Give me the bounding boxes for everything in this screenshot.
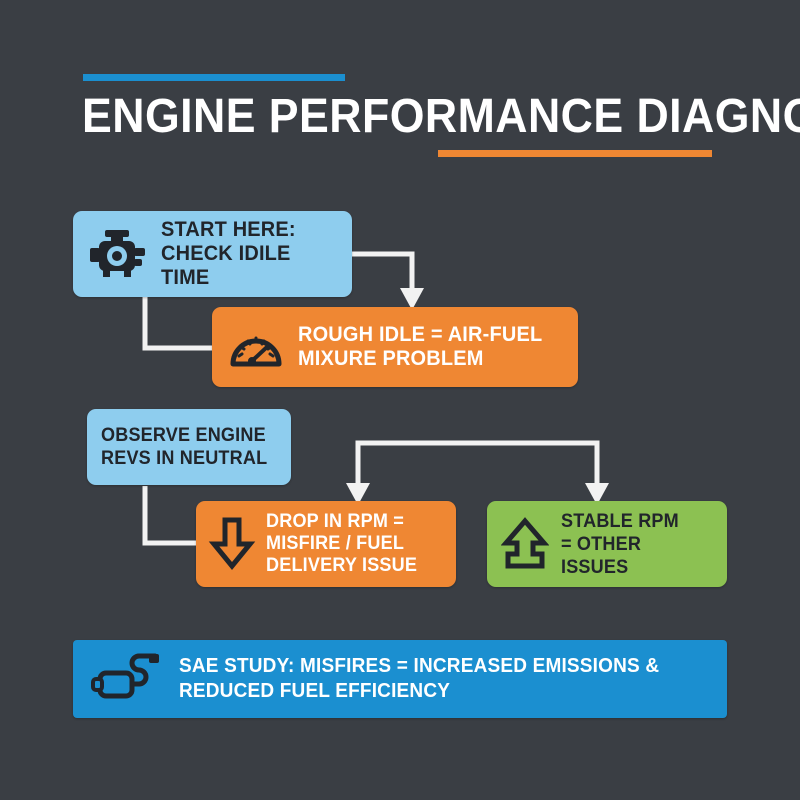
flow-node-start-label: START HERE: CHECK IDILE TIME — [161, 218, 296, 289]
flow-node-observe-label: OBSERVE ENGINE REVS IN NEUTRAL — [101, 425, 268, 469]
muffler-exhaust-icon — [91, 653, 163, 705]
flow-node-drop-rpm-label: DROP IN RPM = MISFIRE / FUEL DELIVERY IS… — [266, 511, 418, 576]
flow-node-sae-study-label: SAE STUDY: MISFIRES = INCREASED EMISSION… — [179, 655, 660, 702]
accent-bar-bottom — [438, 150, 712, 157]
flow-node-start[interactable]: START HERE: CHECK IDILE TIME — [73, 211, 352, 297]
connector-start-to-rough-right — [352, 251, 415, 288]
page-title: ENGINE PERFORMANCE DIAGNOSTICS — [82, 90, 800, 143]
flow-node-stable-rpm[interactable]: STABLE RPM = OTHER ISSUES — [487, 501, 727, 587]
connector-branch-bracket — [355, 440, 600, 483]
flow-node-stable-rpm-label: STABLE RPM = OTHER ISSUES — [561, 510, 679, 578]
flow-node-drop-rpm[interactable]: DROP IN RPM = MISFIRE / FUEL DELIVERY IS… — [196, 501, 456, 587]
engine-block-icon — [87, 228, 149, 280]
arrow-up-icon — [501, 516, 549, 572]
accent-bar-top — [83, 74, 345, 81]
connector-observe-to-drop — [142, 486, 196, 546]
flow-node-rough-idle[interactable]: ROUGH IDLE = AIR-FUEL MIXURE PROBLEM — [212, 307, 578, 387]
flow-node-observe[interactable]: OBSERVE ENGINE REVS IN NEUTRAL — [87, 409, 291, 485]
gauge-icon — [228, 323, 284, 371]
flow-node-rough-idle-label: ROUGH IDLE = AIR-FUEL MIXURE PROBLEM — [298, 323, 543, 370]
flow-node-sae-study[interactable]: SAE STUDY: MISFIRES = INCREASED EMISSION… — [73, 640, 727, 718]
arrow-down-icon — [208, 516, 256, 572]
